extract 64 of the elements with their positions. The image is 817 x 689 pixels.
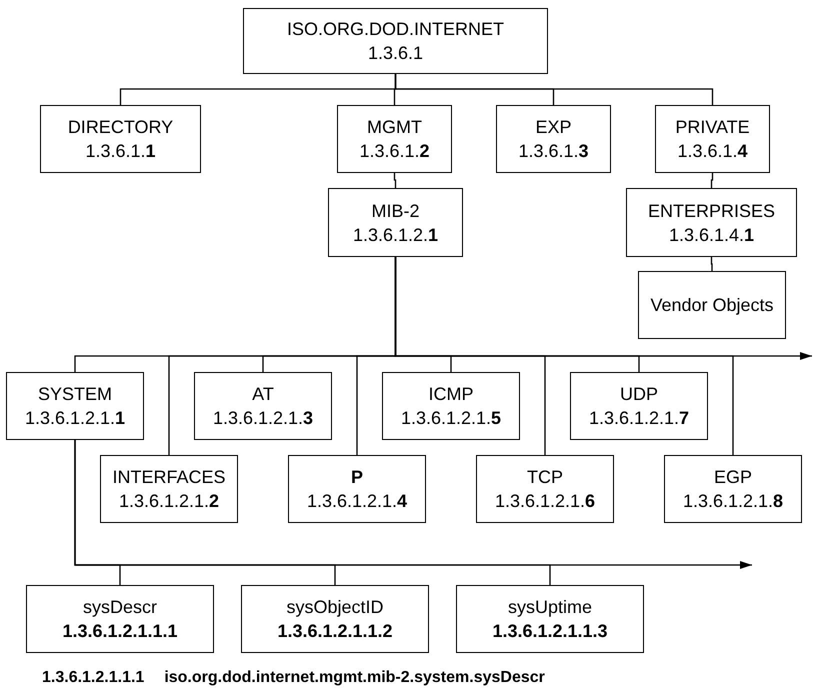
oid-number: 1.3.6.1.2.1.1.2 xyxy=(277,620,393,643)
oid-number: 1.3.6.1.2.1.2 xyxy=(118,490,220,513)
tree-node-box xyxy=(570,372,708,440)
tree-node-box xyxy=(382,372,520,440)
tree-node-box xyxy=(6,372,144,440)
tree-connector xyxy=(710,257,713,271)
node-name: Vendor Objects xyxy=(650,294,774,317)
oid-number: 1.3.6.1.1 xyxy=(85,140,156,163)
node-name: P xyxy=(350,466,363,489)
tree-node-box xyxy=(337,105,452,173)
node-name: DIRECTORY xyxy=(68,116,174,139)
tree-node-box xyxy=(194,372,332,440)
oid-number: 1.3.6.1.2.1.6 xyxy=(494,490,596,513)
tree-node-box xyxy=(243,8,548,74)
node-name: sysObjectID xyxy=(286,596,384,619)
tree-node-box xyxy=(288,455,426,523)
oid-number: 1.3.6.1.2 xyxy=(359,140,430,163)
node-name: SYSTEM xyxy=(38,383,112,406)
node-name: UDP xyxy=(620,383,658,406)
oid-number: 1.3.6.1 xyxy=(368,42,424,65)
tree-node-box xyxy=(496,105,611,173)
tree-connector xyxy=(710,173,714,188)
node-name: TCP xyxy=(527,466,563,489)
tree-node-box xyxy=(100,455,238,523)
oid-number: 1.3.6.1.2.1.1 xyxy=(24,407,126,430)
tree-connector xyxy=(394,257,734,455)
node-name: AT xyxy=(252,383,274,406)
tree-node-box xyxy=(626,188,797,257)
tree-node-box xyxy=(40,105,201,173)
node-name: EXP xyxy=(535,116,572,139)
node-name: PRIVATE xyxy=(675,116,750,139)
oid-number: 1.3.6.1.2.1.5 xyxy=(400,407,502,430)
node-name: INTERFACES xyxy=(112,466,226,489)
oid-number: 1.3.6.1.2.1.8 xyxy=(682,490,784,513)
tree-connector xyxy=(394,74,714,105)
oid-path-example: iso.org.dod.internet.mgmt.mib-2.system.sysDescr xyxy=(164,668,545,688)
tree-connector xyxy=(74,440,551,585)
oid-number: 1.3.6.1.4.1 xyxy=(668,224,754,246)
node-name: MGMT xyxy=(367,116,422,139)
tree-node-box xyxy=(456,585,644,653)
oid-number: 1.3.6.1.2.1.1.1 xyxy=(62,620,178,643)
node-name: ISO.ORG.DOD.INTERNET xyxy=(286,18,504,41)
tree-node-box xyxy=(638,271,786,339)
tree-node-box xyxy=(328,188,463,257)
tree-node-box xyxy=(476,455,614,523)
oid-number: 1.3.6.1.2.1.7 xyxy=(588,407,690,430)
tree-node-box xyxy=(26,585,214,653)
node-name: ICMP xyxy=(428,383,474,406)
node-name: EGP xyxy=(714,466,752,489)
tree-connector xyxy=(394,173,396,188)
oid-number: 1.3.6.1.2.1.3 xyxy=(212,407,314,430)
tree-node-box xyxy=(664,455,802,523)
node-name: ENTERPRISES xyxy=(648,200,776,222)
oid-number: 1.3.6.1.2.1.4 xyxy=(306,490,408,513)
node-name: sysUptime xyxy=(508,596,592,619)
tree-node-box xyxy=(241,585,429,653)
oid-example: 1.3.6.1.2.1.1.1 xyxy=(42,668,144,688)
oid-number: 1.3.6.1.4 xyxy=(677,140,748,163)
oid-number: 1.3.6.1.2.1.1.3 xyxy=(492,620,608,643)
node-name: MIB-2 xyxy=(371,200,420,222)
oid-number: 1.3.6.1.3 xyxy=(518,140,589,163)
tree-node-box xyxy=(655,105,770,173)
node-name: sysDescr xyxy=(82,596,157,619)
oid-number: 1.3.6.1.2.1 xyxy=(352,224,438,246)
